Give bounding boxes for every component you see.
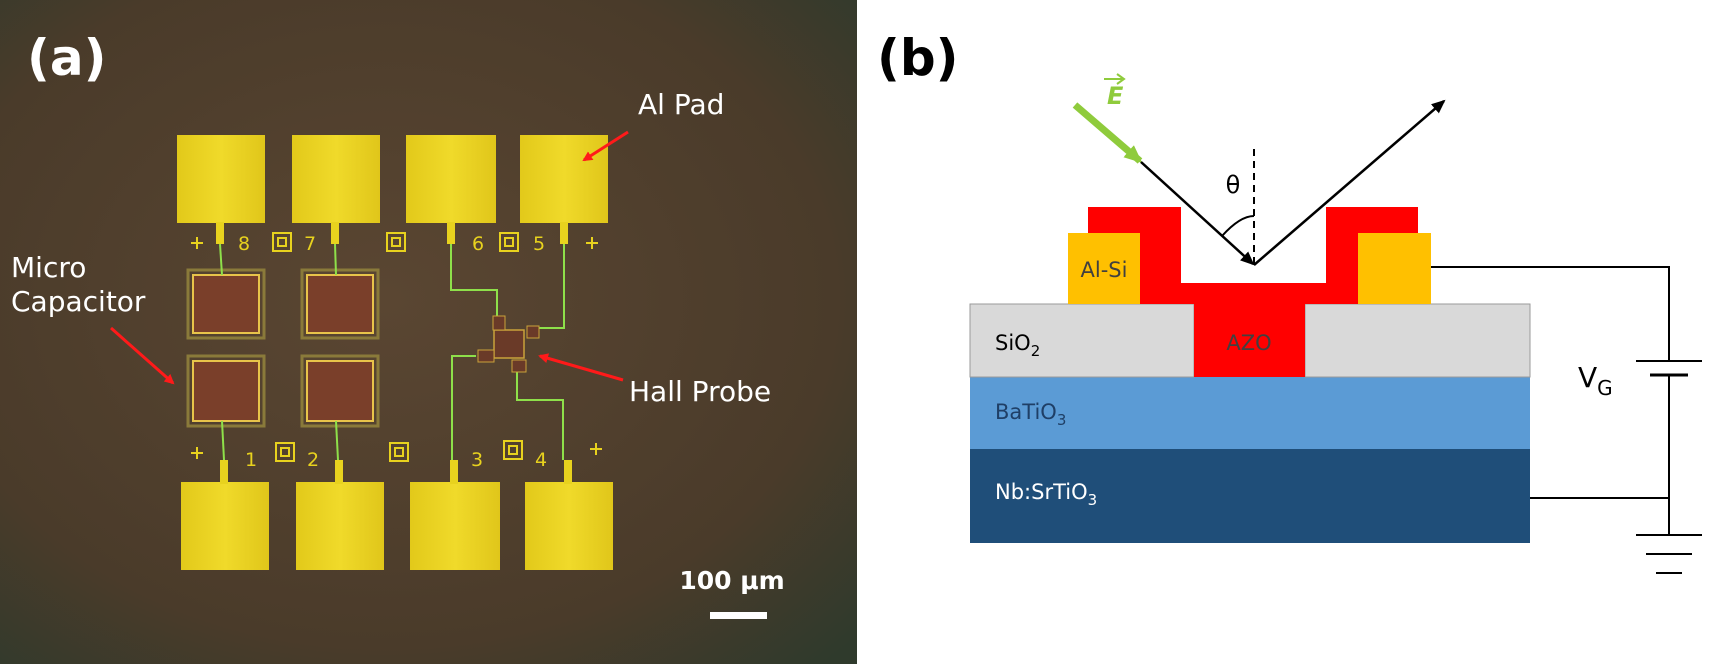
batio3-layer (970, 377, 1530, 449)
micro-capacitors (186, 243, 380, 461)
micrograph-panel: 8 7 6 5 1 2 3 4 (a) Al Pad Micro Capacit… (0, 0, 857, 664)
al-si-contact-right (1358, 233, 1431, 304)
sio2-layer-right (1304, 303, 1531, 378)
capacitor-upper-left (192, 274, 260, 334)
scale-bar (710, 612, 767, 619)
al-si-label: Al-Si (1081, 258, 1128, 282)
panel-b-label: (b) (877, 29, 959, 87)
al-pad-3 (410, 482, 500, 570)
reflected-ray (1253, 99, 1446, 266)
alignment-marks (191, 232, 602, 462)
pad-number-3: 3 (471, 449, 483, 471)
panel-a-label: (a) (27, 29, 106, 87)
pad-number-5: 5 (533, 233, 545, 255)
pad-number-2: 2 (307, 449, 319, 471)
al-pad-arrow (582, 130, 629, 162)
azo-label: AZO (1226, 331, 1271, 355)
device-schematic-panel: (b) Al-Si AZO SiO2 BaTiO3 Nb:SrTiO3 E θ … (877, 29, 1702, 574)
pad-number-8: 8 (238, 233, 250, 255)
pad-number-7: 7 (304, 233, 316, 255)
hall-probe (477, 315, 540, 373)
al-pad-1 (181, 482, 269, 570)
al-pad-label: Al Pad (638, 88, 724, 121)
nb-srtio3-layer (970, 449, 1530, 543)
hall-probe-label: Hall Probe (629, 375, 771, 408)
scale-bar-label: 100 μm (679, 566, 784, 595)
pad-number-4: 4 (535, 449, 547, 471)
al-pad-8 (177, 135, 265, 223)
al-pad-5 (520, 135, 608, 223)
top-pads (177, 135, 608, 244)
micro-capacitor-label-line1: Micro (11, 251, 86, 284)
hall-probe-wiring (450, 244, 565, 460)
batio3-label: BaTiO3 (995, 400, 1066, 429)
theta-label: θ (1226, 171, 1241, 199)
sio2-label: SiO2 (995, 331, 1040, 360)
sio2-layer-left (969, 303, 1195, 378)
field-arrow (1072, 102, 1143, 164)
al-pad-2 (296, 482, 384, 570)
gate-circuit (1431, 266, 1702, 574)
al-pad-7 (292, 135, 380, 223)
micro-capacitor-arrow (110, 326, 175, 385)
al-pad-4 (525, 482, 613, 570)
azo-layer (1088, 207, 1418, 377)
al-pad-6 (406, 135, 496, 223)
micro-capacitor-label-line2: Capacitor (11, 285, 146, 318)
gate-voltage-label: VG (1578, 361, 1613, 400)
capacitor-lower-left (192, 360, 260, 422)
nb-srtio3-label: Nb:SrTiO3 (995, 480, 1097, 509)
angle-arc (1221, 215, 1255, 237)
capacitor-lower-right (306, 360, 374, 422)
al-si-contact-left (1068, 233, 1140, 304)
capacitor-upper-right (306, 274, 374, 334)
field-symbol: E (1107, 82, 1124, 110)
pad-number-1: 1 (245, 449, 257, 471)
hall-probe-arrow (538, 353, 624, 382)
bottom-pads (181, 460, 613, 570)
incident-ray (1140, 161, 1255, 266)
pad-number-6: 6 (472, 233, 484, 255)
